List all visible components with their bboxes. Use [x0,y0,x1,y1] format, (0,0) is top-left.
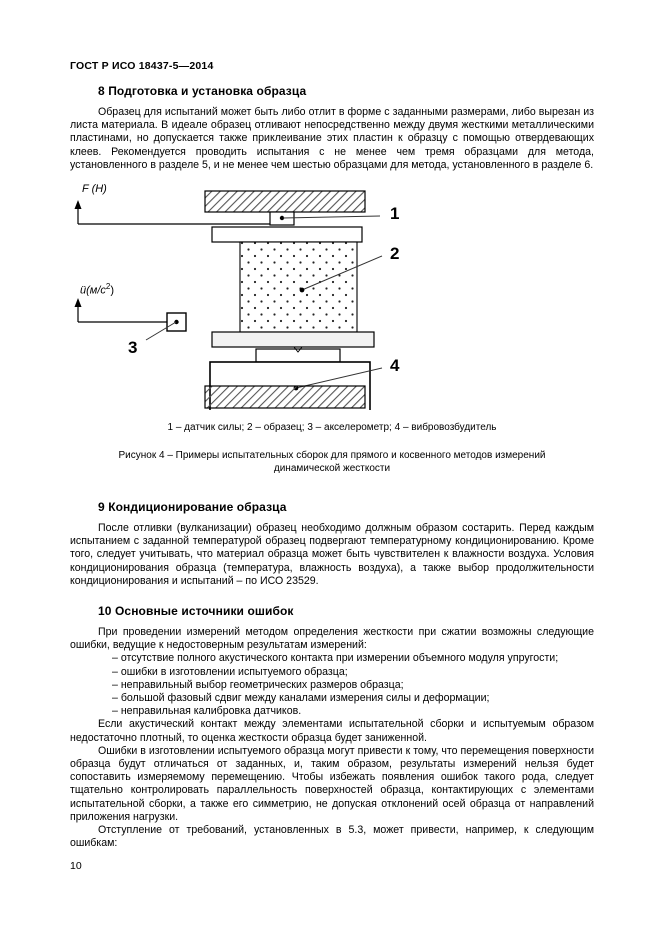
error-sources-list: – отсутствие полного акустического конта… [70,652,594,718]
list-item: – ошибки в изготовлении испытуемого обра… [112,665,348,678]
acceleration-axis-label: ü(м/с2) [80,282,115,297]
callout-label-2: 2 [390,244,400,264]
list-item: – неправильный выбор геометрических разм… [112,678,404,691]
page-number: 10 [70,860,82,872]
callout-leader-3 [145,321,177,341]
force-axis-arrow [74,200,270,225]
figure-4-caption-line-1: Рисунок 4 – Примеры испытательных сборок… [118,450,546,462]
figure-4-diagram [74,190,383,411]
force-axis-label: F (H) [82,183,107,196]
callout-leader-2 [299,255,383,293]
callout-label-4: 4 [390,356,400,376]
document-header: ГОСТ Р ИСО 18437-5—2014 [70,60,214,72]
figure-4-caption-line-2: динамической жесткости [273,463,391,475]
lower-platen [211,331,375,348]
upper-platen [211,226,363,243]
list-item: – большой фазовый сдвиг между каналами и… [112,692,490,705]
specimen-block [239,241,358,333]
force-sensor-block [269,211,295,226]
accelerometer-block [166,312,187,332]
section-10-paragraph-2: Если акустический контакт между элемента… [70,718,594,744]
section-10-paragraph-1: При проведении измерений методом определ… [70,626,594,652]
section-10-paragraph-4: Отступление от требований, установленных… [70,824,594,850]
list-item: – неправильная калибровка датчиков. [112,705,302,718]
section-8-paragraph-1: Образец для испытаний может быть либо от… [70,106,594,171]
section-heading-8: 8 Подготовка и установка образца [98,84,307,98]
callout-label-1: 1 [390,204,400,224]
figure-4: F (H) ü(м/с2) 1 2 3 4 [70,183,594,411]
callout-label-3: 3 [128,338,138,358]
section-heading-9: 9 Кондиционирование образца [98,500,287,515]
acceleration-axis-arrow [74,298,167,323]
callout-leader-1 [282,215,381,219]
figure-4-legend: 1 – датчик силы; 2 – образец; 3 – акселе… [167,422,497,434]
shaker-connector [255,346,341,363]
section-heading-10: 10 Основные источники ошибок [98,604,294,619]
section-9-paragraph-1: После отливки (вулканизации) образец нео… [70,522,594,587]
list-item: – отсутствие полного акустического конта… [112,652,559,665]
top-support-block [204,190,366,213]
figure-4-caption: Рисунок 4 – Примеры испытательных сборок… [70,449,594,475]
section-10-paragraph-3: Ошибки в изготовлении испытуемого образц… [70,744,594,823]
document-content: 8 Подготовка и установка образца Образец… [70,84,594,850]
